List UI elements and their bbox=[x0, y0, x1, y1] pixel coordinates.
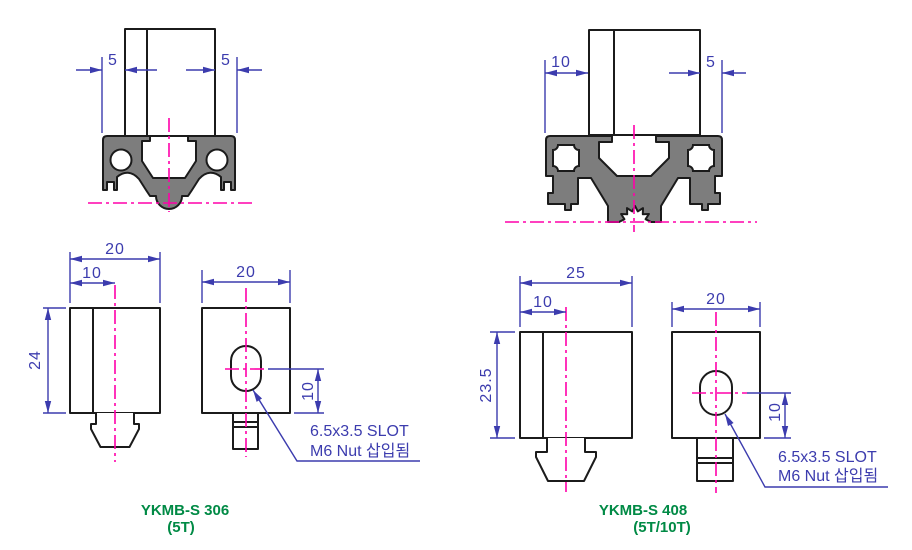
dim-value: 20 bbox=[236, 264, 256, 281]
dimension-left-10: 10 bbox=[544, 54, 588, 133]
dimension-slot-10: 10 bbox=[268, 368, 324, 414]
assembly-view-306: 5 5 bbox=[76, 28, 262, 212]
dimension-width-20: 20 bbox=[69, 241, 161, 303]
bracket-306-views: 20 10 24 bbox=[27, 241, 420, 536]
dim-value: 10 bbox=[82, 265, 102, 282]
part-subtitle: (5T/10T) bbox=[633, 519, 691, 536]
leader-arrow bbox=[724, 413, 888, 488]
dimension-width-25: 25 bbox=[519, 265, 633, 327]
dim-value: 24 bbox=[27, 350, 44, 370]
dimension-left-5: 5 bbox=[76, 52, 157, 133]
slot-note-line1: 6.5x3.5 SLOT bbox=[310, 423, 409, 440]
dim-value: 5 bbox=[221, 52, 231, 69]
extrusion-30-section bbox=[102, 135, 236, 210]
dim-value: 10 bbox=[533, 294, 553, 311]
dimension-offset-10: 10 bbox=[520, 294, 566, 316]
screw-shank bbox=[696, 437, 734, 482]
dim-value: 5 bbox=[108, 52, 118, 69]
leader-arrow bbox=[252, 389, 420, 462]
side-view-306: 20 10 24 bbox=[27, 241, 161, 462]
assembly-view-408: 10 5 bbox=[505, 29, 757, 232]
dim-value: 5 bbox=[706, 54, 716, 71]
dimension-right-5: 5 bbox=[186, 52, 262, 133]
dimension-height-24: 24 bbox=[27, 307, 66, 414]
bracket-408-views: 25 10 23.5 bbox=[478, 265, 888, 536]
dimension-height-23-5: 23.5 bbox=[478, 331, 515, 439]
slot-note-line2: M6 Nut 삽입됨 bbox=[310, 442, 410, 460]
slot-note-line1: 6.5x3.5 SLOT bbox=[778, 449, 877, 466]
profile-round-hole-right bbox=[205, 148, 229, 172]
dim-value: 20 bbox=[105, 241, 125, 258]
slot-note-line2: M6 Nut 삽입됨 bbox=[778, 467, 878, 485]
dim-value: 23.5 bbox=[478, 367, 495, 402]
dim-value: 25 bbox=[566, 265, 586, 282]
profile-square-hole-left bbox=[552, 144, 580, 172]
side-view-408: 25 10 23.5 bbox=[478, 265, 633, 492]
dim-value: 10 bbox=[551, 54, 571, 71]
part-subtitle: (5T) bbox=[167, 519, 195, 536]
profile-square-hole-right bbox=[687, 144, 715, 172]
dim-value: 20 bbox=[706, 291, 726, 308]
dimension-offset-10: 10 bbox=[70, 265, 115, 287]
dim-value: 10 bbox=[300, 381, 317, 401]
dimension-width-20: 20 bbox=[201, 264, 291, 303]
dimension-width-20: 20 bbox=[671, 291, 761, 327]
bracket-body bbox=[519, 331, 633, 439]
part-title: YKMB-S 306 bbox=[141, 502, 229, 519]
front-view-408: 20 10 6.5x3.5 SLOT M6 Nut 삽입됨 bbox=[671, 291, 888, 493]
part-title: YKMB-S 408 bbox=[599, 502, 687, 519]
dimension-slot-10: 10 bbox=[747, 392, 791, 439]
bracket-block-outline bbox=[588, 29, 701, 136]
dim-value: 10 bbox=[767, 402, 784, 422]
profile-round-hole-left bbox=[109, 148, 133, 172]
front-view-306: 20 10 6.5x3.5 SLOT M6 Nut 삽입됨 bbox=[201, 264, 420, 462]
bracket-block-outline bbox=[124, 28, 216, 137]
dimension-right-5: 5 bbox=[669, 54, 746, 133]
